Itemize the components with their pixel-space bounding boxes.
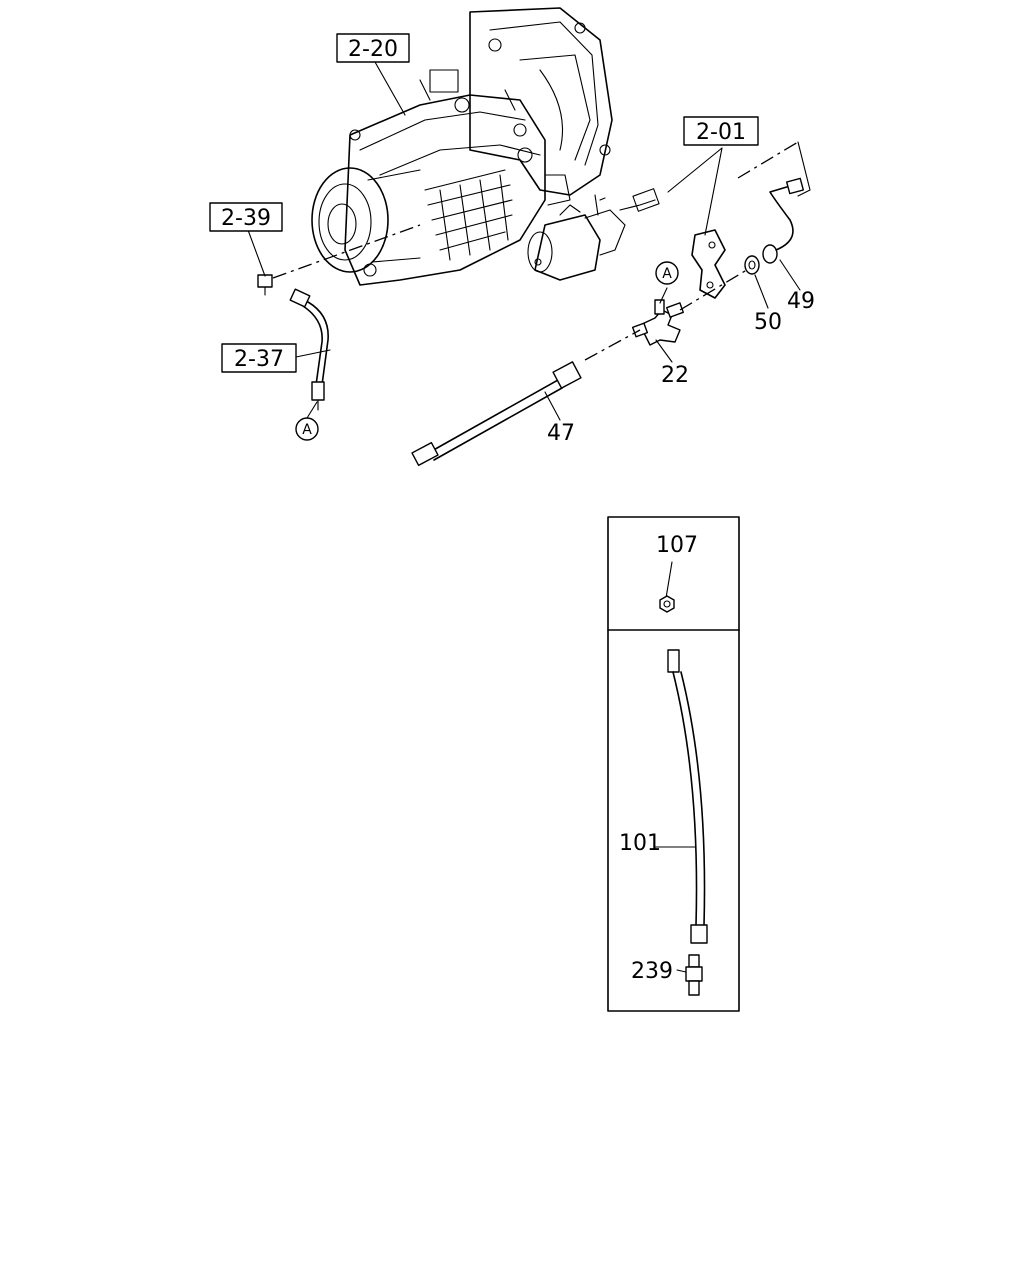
part-number-107: 107: [656, 533, 698, 558]
connector-a-bottom-label: A: [302, 422, 312, 438]
connector-a-bottom: A: [295, 417, 319, 441]
leader-lines: [247, 61, 811, 421]
connector-a-top: A: [655, 261, 679, 285]
connector-a-top-label: A: [662, 266, 672, 282]
inset-panel: 107 101 239: [607, 516, 740, 1012]
clutch-slave-cylinder: [527, 188, 660, 281]
reference-2-20[interactable]: 2-20: [336, 33, 410, 63]
bolt-239: [676, 954, 703, 996]
part-number-101: 101: [619, 831, 661, 856]
part-number-22: 22: [661, 363, 689, 388]
reference-2-01[interactable]: 2-01: [683, 116, 759, 146]
reference-2-20-label: 2-20: [348, 37, 398, 62]
part-number-239: 239: [631, 959, 673, 984]
part-number-50: 50: [754, 310, 782, 335]
reference-2-37[interactable]: 2-37: [221, 343, 297, 373]
transmission-assembly: [311, 7, 613, 286]
hose-101: [654, 649, 708, 944]
dashed-center-lines: [272, 141, 799, 361]
nut-107: [659, 561, 675, 613]
reference-2-39[interactable]: 2-39: [209, 202, 283, 232]
tee-fitting-22: [631, 299, 684, 346]
bracket: [691, 229, 726, 299]
hose-2-37: [289, 288, 329, 411]
reference-2-01-label: 2-01: [696, 120, 746, 145]
pipe-49: [762, 177, 805, 264]
bolt-2-39: [257, 274, 273, 296]
part-number-47: 47: [547, 421, 575, 446]
nut-50: [744, 255, 760, 275]
reference-2-39-label: 2-39: [221, 206, 271, 231]
reference-2-37-label: 2-37: [234, 347, 284, 372]
part-number-49: 49: [787, 289, 815, 314]
pipe-47: [411, 361, 582, 467]
